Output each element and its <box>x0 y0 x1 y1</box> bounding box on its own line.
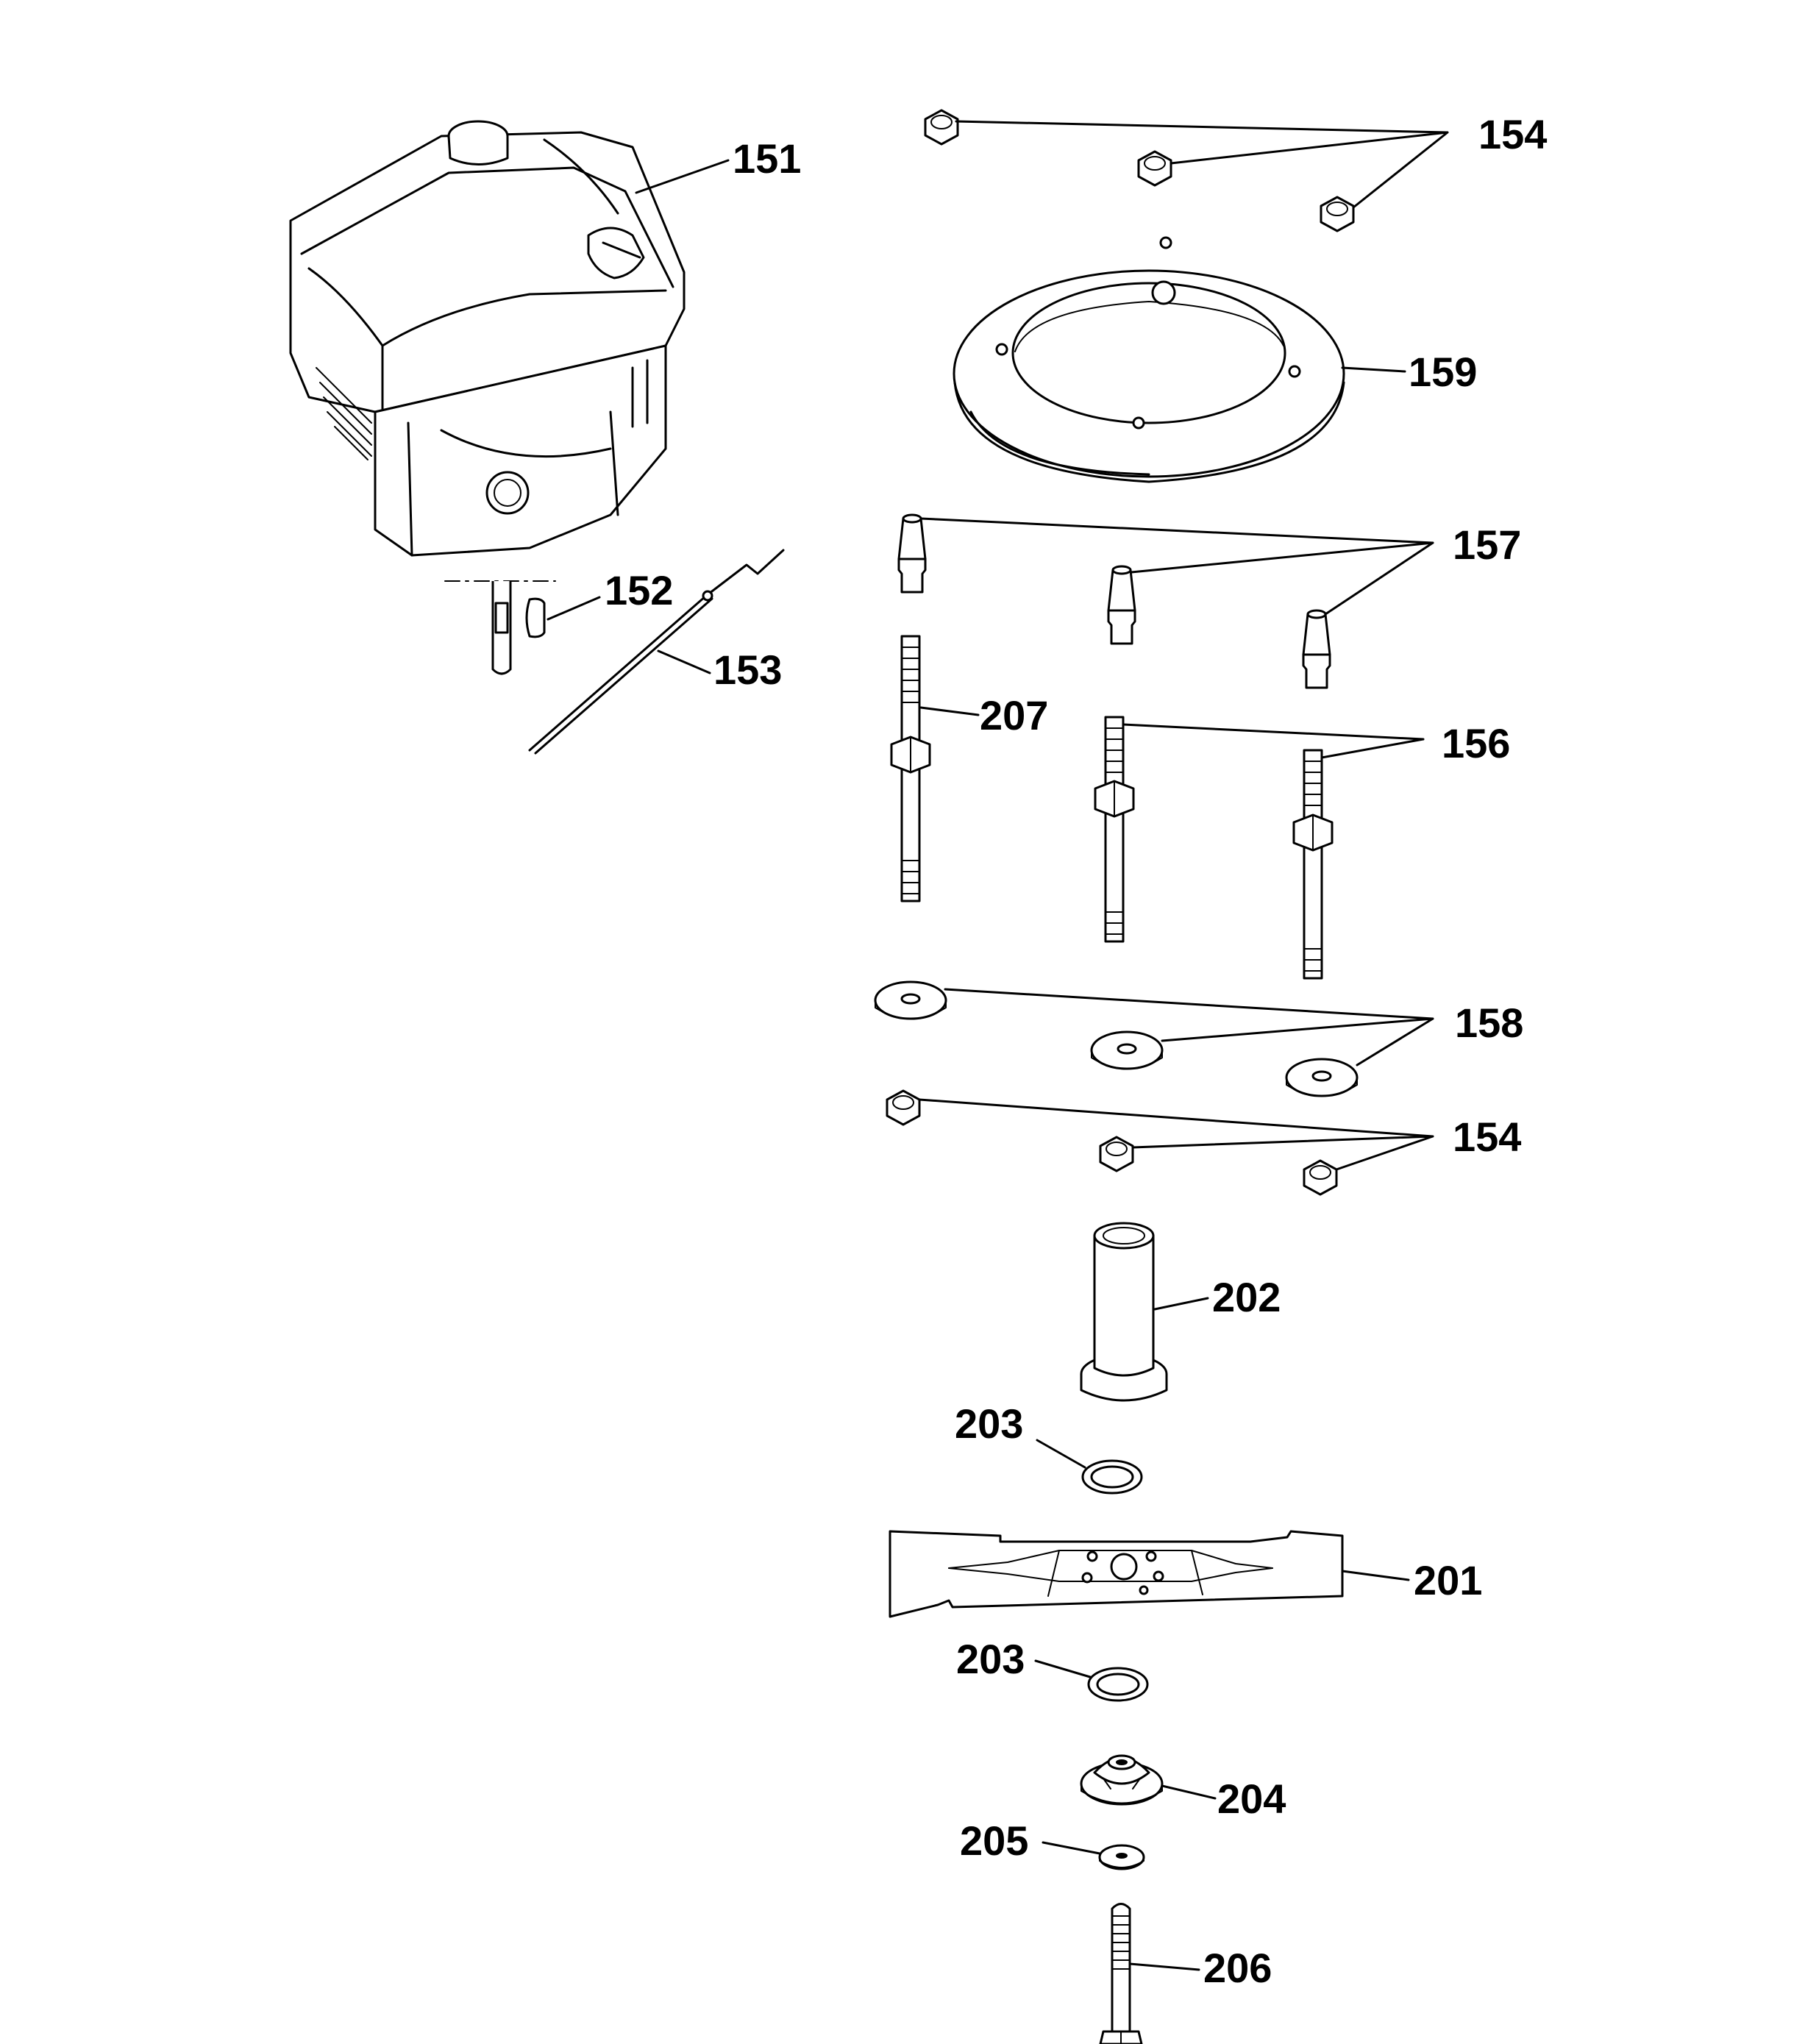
washer-203-top <box>1081 1459 1143 1495</box>
washer-203-bottom <box>1087 1667 1149 1702</box>
label-204: 204 <box>1217 1776 1286 1822</box>
label-202: 202 <box>1212 1274 1281 1320</box>
washer-205 <box>1098 1844 1145 1870</box>
label-206: 206 <box>1203 1945 1272 1991</box>
ring-159 <box>953 236 1345 483</box>
label-207: 207 <box>980 692 1048 738</box>
label-151: 151 <box>733 135 801 182</box>
studs-156 <box>1094 716 1334 980</box>
spacers-157 <box>897 513 1331 689</box>
rod-153 <box>528 549 785 755</box>
label-152: 152 <box>605 567 673 613</box>
adapter-204 <box>1080 1754 1164 1806</box>
engine-151 <box>289 120 686 557</box>
stud-207 <box>890 635 931 902</box>
label-153: 153 <box>713 647 782 693</box>
label-205: 205 <box>960 1817 1028 1864</box>
label-201: 201 <box>1414 1557 1482 1603</box>
sleeve-202 <box>1080 1222 1168 1402</box>
bolt-206 <box>1099 1903 1143 2044</box>
nuts-154-bottom <box>886 1089 1338 1196</box>
key-152 <box>444 580 556 675</box>
label-158: 158 <box>1455 1000 1523 1046</box>
nuts-154-top <box>924 109 1355 232</box>
label-203-bottom: 203 <box>956 1636 1025 1682</box>
label-154-top: 154 <box>1478 111 1547 157</box>
blade-201 <box>889 1530 1344 1618</box>
label-203-top: 203 <box>955 1400 1023 1447</box>
washers-158 <box>874 980 1359 1097</box>
label-154-bottom: 154 <box>1453 1114 1521 1160</box>
label-157: 157 <box>1453 521 1521 568</box>
label-156: 156 <box>1442 720 1510 766</box>
label-159: 159 <box>1409 349 1477 395</box>
